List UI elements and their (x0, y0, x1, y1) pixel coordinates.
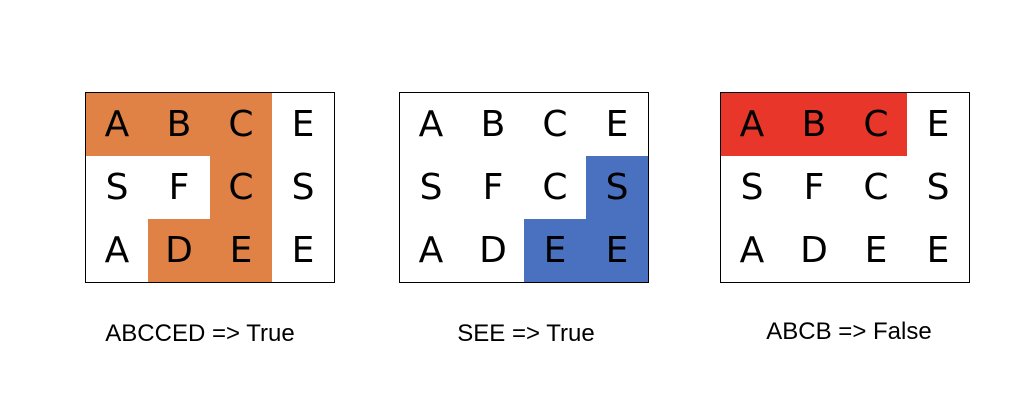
result-caption-abcb: ABCB => False (766, 318, 932, 345)
grid-cell: A (418, 229, 444, 271)
grid-cell: E (926, 103, 950, 145)
grid-cell: E (864, 229, 888, 271)
grid-cell: C (863, 166, 889, 208)
grid-cell-highlighted: C (210, 93, 272, 156)
grid-cell: A (104, 229, 130, 271)
grid-cell: E (926, 229, 950, 271)
grid-cell-highlighted: A (86, 93, 148, 156)
grid-cell: A (739, 229, 765, 271)
grid-cell-highlighted: A (721, 93, 783, 156)
grid-cell: A (418, 103, 444, 145)
grid-cell: S (419, 166, 443, 208)
result-caption-see: SEE => True (457, 320, 595, 347)
grid-cell-highlighted: D (148, 219, 210, 282)
grid-cell: S (291, 166, 315, 208)
grid-cell-highlighted: B (148, 93, 210, 156)
grid-cell-highlighted: C (845, 93, 907, 156)
grid-cell: F (168, 166, 190, 208)
grid-cell: C (542, 166, 568, 208)
grid-cell: S (740, 166, 764, 208)
grid-cell: C (542, 103, 568, 145)
grid-cell-highlighted: E (210, 219, 272, 282)
grid-cell-highlighted: E (586, 219, 648, 282)
grid-cell: E (605, 103, 629, 145)
grid-cell-highlighted: S (586, 156, 648, 219)
grid-cell: D (479, 229, 507, 271)
grid-cell-highlighted: E (524, 219, 586, 282)
grid-cell-highlighted: B (783, 93, 845, 156)
grid-cell-highlighted: C (210, 156, 272, 219)
grid-cell: F (803, 166, 825, 208)
grid-cell: E (291, 103, 315, 145)
result-caption-abcced: ABCCED => True (105, 320, 295, 347)
grid-cell: E (291, 229, 315, 271)
grid-cell: S (105, 166, 129, 208)
grid-cell: F (482, 166, 504, 208)
grid-cell: B (480, 103, 506, 145)
grid-cell: S (926, 166, 950, 208)
grid-cell: D (800, 229, 828, 271)
